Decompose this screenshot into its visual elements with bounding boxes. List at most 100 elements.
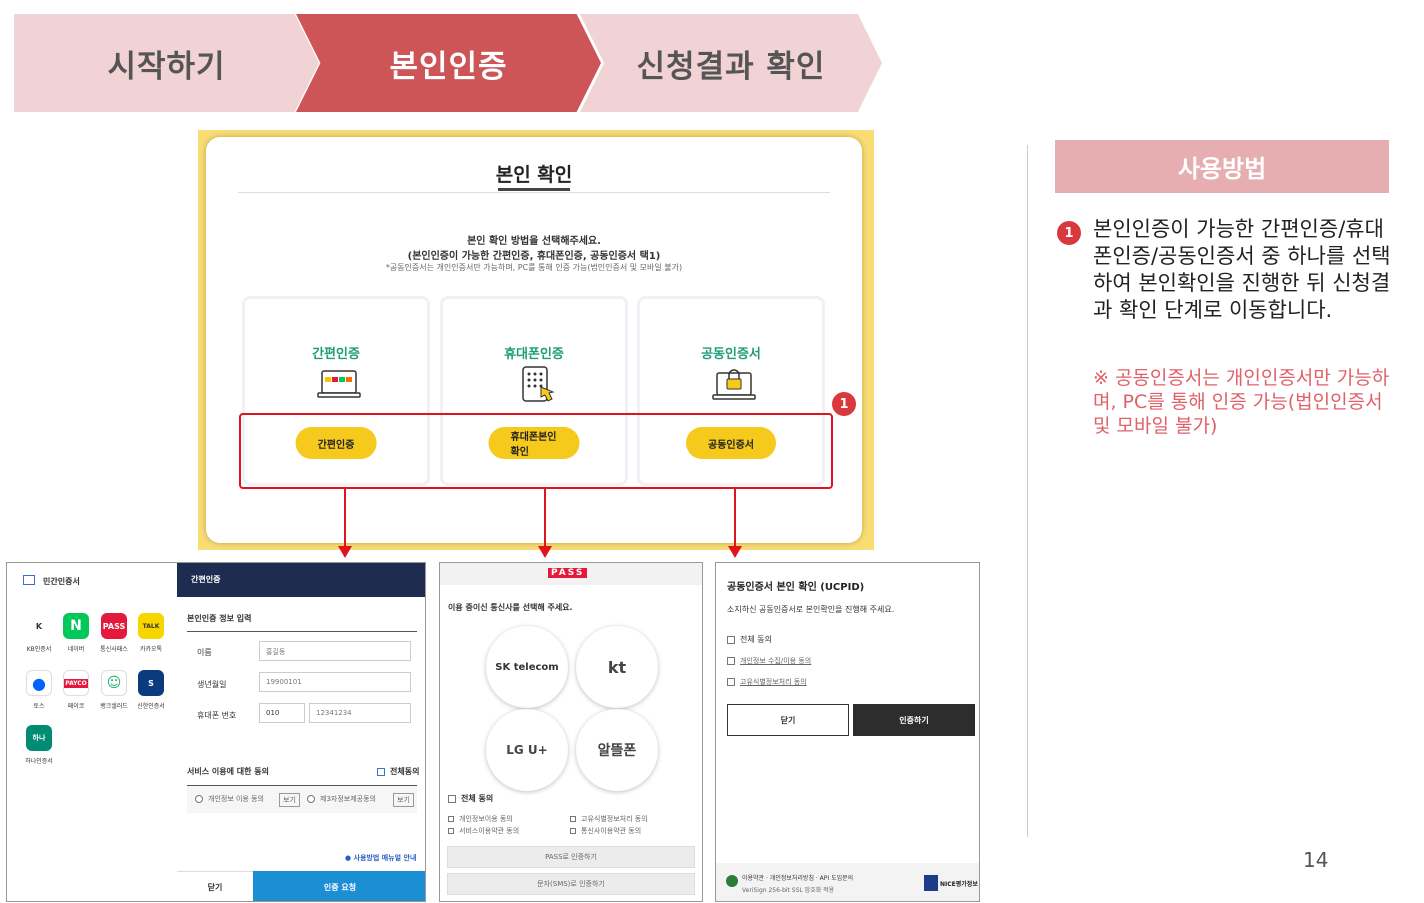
phone-label: 휴대폰 번호 <box>197 711 237 720</box>
step-verify-active: 본인인증 <box>296 14 601 112</box>
pass-label: 통신사패스 <box>100 646 128 653</box>
pass-agree-all[interactable]: 전체 동의 <box>448 793 493 804</box>
arrow-line-1 <box>344 489 346 547</box>
step-badge: 1 <box>832 392 856 416</box>
carrier-prompt: 이용 중이신 통신사를 선택해 주세요. <box>448 603 573 612</box>
arrow-line-3 <box>734 489 736 547</box>
arrow-head-1 <box>338 546 352 558</box>
birth-label: 생년월일 <box>197 680 227 689</box>
cert-subtitle: 소지하신 공동인증서로 본인확인을 진행해 주세요. <box>727 605 895 614</box>
simple-auth-button[interactable]: 간편인증 <box>295 427 377 459</box>
request-button[interactable]: 인증 요청 <box>253 871 425 901</box>
payco-label: 페이코 <box>67 703 85 710</box>
kb-app-icon[interactable]: K <box>35 621 43 631</box>
step-result: 신청결과 확인 <box>580 14 882 112</box>
naver-label: 네이버 <box>67 646 85 653</box>
pass-agree-carrier[interactable]: 통신사이용약관 동의 <box>570 826 641 836</box>
toss-app-icon[interactable]: ● <box>26 670 52 696</box>
pass-panel: PASS 이용 중이신 통신사를 선택해 주세요. SK telecom kt … <box>439 562 703 902</box>
banksalad-app-icon[interactable]: ☺ <box>101 670 127 696</box>
phone-auth-button[interactable]: 휴대폰본인확인 <box>488 427 580 459</box>
naver-app-icon[interactable]: N <box>63 613 89 639</box>
name-input[interactable]: 홍길동 <box>259 641 411 661</box>
guide-link[interactable]: ● 사용방법 매뉴얼 안내 <box>345 854 417 862</box>
page-number: 14 <box>1303 848 1329 872</box>
shinhan-app-icon[interactable]: S <box>138 670 164 696</box>
cert-icon <box>23 575 35 585</box>
cert-close-button[interactable]: 닫기 <box>727 704 849 736</box>
card-desc-2: (본인인증이 가능한 간편인증, 휴대폰인증, 공동인증서 택1) <box>407 251 661 262</box>
option-cert: 공동인증서 공동인증서 <box>637 296 825 486</box>
kt-button[interactable]: kt <box>576 626 658 708</box>
cert-agree-privacy[interactable]: 개인정보 수집/이용 동의 <box>727 656 811 666</box>
howto-badge: 1 <box>1057 221 1081 245</box>
cert-confirm-button[interactable]: 인증하기 <box>853 704 975 736</box>
consent-third-party[interactable]: 제3자정보제공동의 <box>307 794 376 804</box>
phone-input[interactable]: 12341234 <box>309 703 411 723</box>
step-verify-label: 본인인증 <box>389 48 508 85</box>
phone-prefix-select[interactable]: 010 <box>259 703 305 723</box>
laptop-apps-icon <box>317 370 361 398</box>
consent-third-party-view[interactable]: 보기 <box>393 793 414 807</box>
option-cert-title: 공동인증서 <box>701 347 761 362</box>
arrow-line-2 <box>544 489 546 547</box>
user-icon: ● <box>345 854 352 862</box>
consent-privacy[interactable]: 개인정보 이용 동의 <box>195 794 264 804</box>
title-underline <box>498 188 570 191</box>
cert-agree-unique-id[interactable]: 고유식별정보처리 동의 <box>727 677 807 687</box>
arrow-head-3 <box>728 546 742 558</box>
option-phone-title: 휴대폰인증 <box>504 347 564 362</box>
phone-keypad-icon <box>522 366 555 402</box>
consent-all[interactable]: 전체동의 <box>377 766 419 777</box>
birth-input[interactable]: 19900101 <box>259 672 411 692</box>
kakao-label: 카카오톡 <box>139 646 163 653</box>
consent-row <box>187 785 417 813</box>
simple-auth-panel: 민간인증서 K KB인증서 N 네이버 PASS 통신사패스 TALK 카카오톡… <box>6 562 426 902</box>
cert-footer-ssl: VeriSign 256-bit SSL 암호화 적용 <box>742 887 835 894</box>
cert-footer-links[interactable]: 이용약관 · 개인정보처리방침 · API 도입문의 <box>742 875 854 882</box>
pass-app-icon[interactable]: PASS <box>101 613 127 639</box>
toss-label: 토스 <box>33 703 45 710</box>
howto-title: 사용방법 <box>1055 140 1389 193</box>
kakao-app-icon[interactable]: TALK <box>138 613 164 639</box>
option-simple-title: 간편인증 <box>312 347 360 362</box>
banksalad-label: 뱅크샐러드 <box>100 703 128 710</box>
cert-agree-all[interactable]: 전체 동의 <box>727 634 772 645</box>
cert-auth-button[interactable]: 공동인증서 <box>686 427 776 459</box>
pass-agree-unique-id[interactable]: 고유식별정보처리 동의 <box>570 814 648 824</box>
lgu-button[interactable]: LG U+ <box>486 709 568 791</box>
option-simple: 간편인증 간편인증 <box>242 296 430 486</box>
info-section-title: 본인인증 정보 입력 <box>187 614 252 623</box>
cert-panel: 공동인증서 본인 확인 (UCPID) 소지하신 공동인증서로 본인확인을 진행… <box>715 562 980 902</box>
sms-auth-button[interactable]: 문자(SMS)로 인증하기 <box>447 873 695 895</box>
close-button[interactable]: 닫기 <box>177 871 253 901</box>
payco-app-icon[interactable]: PAYCO <box>63 670 89 696</box>
sidebar-title: 민간인증서 <box>43 577 80 586</box>
name-label: 이름 <box>197 648 212 657</box>
shinhan-label: 신한인증서 <box>137 703 165 710</box>
step-start: 시작하기 <box>14 14 319 112</box>
highlight-box <box>239 413 833 489</box>
card-title: 본인 확인 <box>495 164 573 186</box>
howto-note: ※ 공동인증서는 개인인증서만 가능하며, PC를 통해 인증 가능(법인인증서… <box>1093 367 1390 437</box>
cert-title: 공동인증서 본인 확인 (UCPID) <box>727 582 865 593</box>
divider <box>238 192 830 193</box>
howto-text: 본인인증이 가능한 간편인증/휴대폰인증/공동인증서 중 하나를 선택하여 본인… <box>1093 217 1391 322</box>
option-phone: 휴대폰인증 휴대폰본인확인 <box>440 296 628 486</box>
simple-auth-header-title: 간편인증 <box>191 575 221 584</box>
mvno-button[interactable]: 알뜰폰 <box>576 709 658 791</box>
consent-privacy-view[interactable]: 보기 <box>279 793 300 807</box>
hana-app-icon[interactable]: 하나 <box>26 725 52 751</box>
pass-agree-service[interactable]: 서비스이용약관 동의 <box>448 826 519 836</box>
hana-label: 하나인증서 <box>25 758 53 765</box>
section-rule <box>187 631 417 632</box>
pass-auth-button[interactable]: PASS로 인증하기 <box>447 846 695 868</box>
verisign-icon <box>726 875 738 887</box>
arrow-head-2 <box>538 546 552 558</box>
nice-logo-text: NICE평가정보 <box>940 881 978 888</box>
pass-agree-privacy[interactable]: 개인정보이용 동의 <box>448 814 513 824</box>
skt-button[interactable]: SK telecom <box>486 626 568 708</box>
card-desc-3: *공동인증서는 개인인증서만 가능하며, PC를 통해 인증 가능(법인인증서 … <box>385 263 683 272</box>
consent-title: 서비스 이용에 대한 동의 <box>187 767 269 776</box>
kb-label: KB인증서 <box>26 646 52 653</box>
